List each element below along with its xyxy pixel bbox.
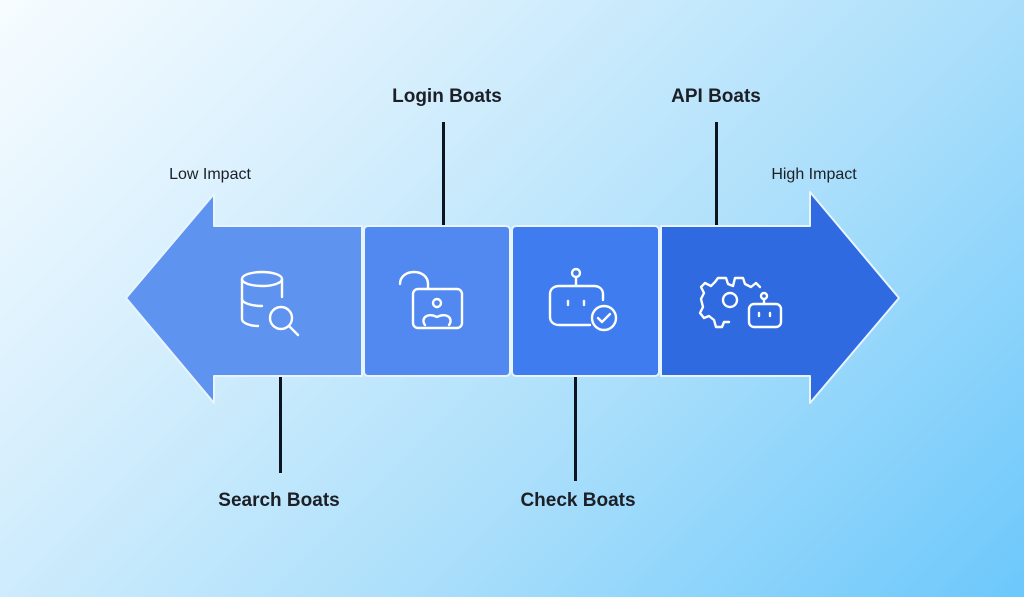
stage-api-boats-shape <box>660 191 900 404</box>
connector-login-boats <box>442 122 445 225</box>
stage-search-boats-shape <box>125 193 363 404</box>
connector-api-boats <box>715 122 718 225</box>
stage-label-login-boats: Login Boats <box>392 86 502 107</box>
robot-check-icon <box>548 267 618 332</box>
stage-check-boats-shape <box>511 225 660 377</box>
stage-label-search-boats: Search Boats <box>218 490 340 511</box>
low-impact-label: Low Impact <box>169 166 251 183</box>
gear-robot-icon <box>698 276 783 329</box>
high-impact-label: High Impact <box>771 166 857 183</box>
connector-search-boats <box>279 377 282 473</box>
database-search-icon <box>240 270 300 337</box>
connector-check-boats <box>574 377 577 481</box>
stage-label-check-boats: Check Boats <box>520 490 636 511</box>
stage-login-boats-shape <box>363 225 511 377</box>
unlocked-user-icon <box>398 270 464 330</box>
stage-label-api-boats: API Boats <box>671 86 761 107</box>
